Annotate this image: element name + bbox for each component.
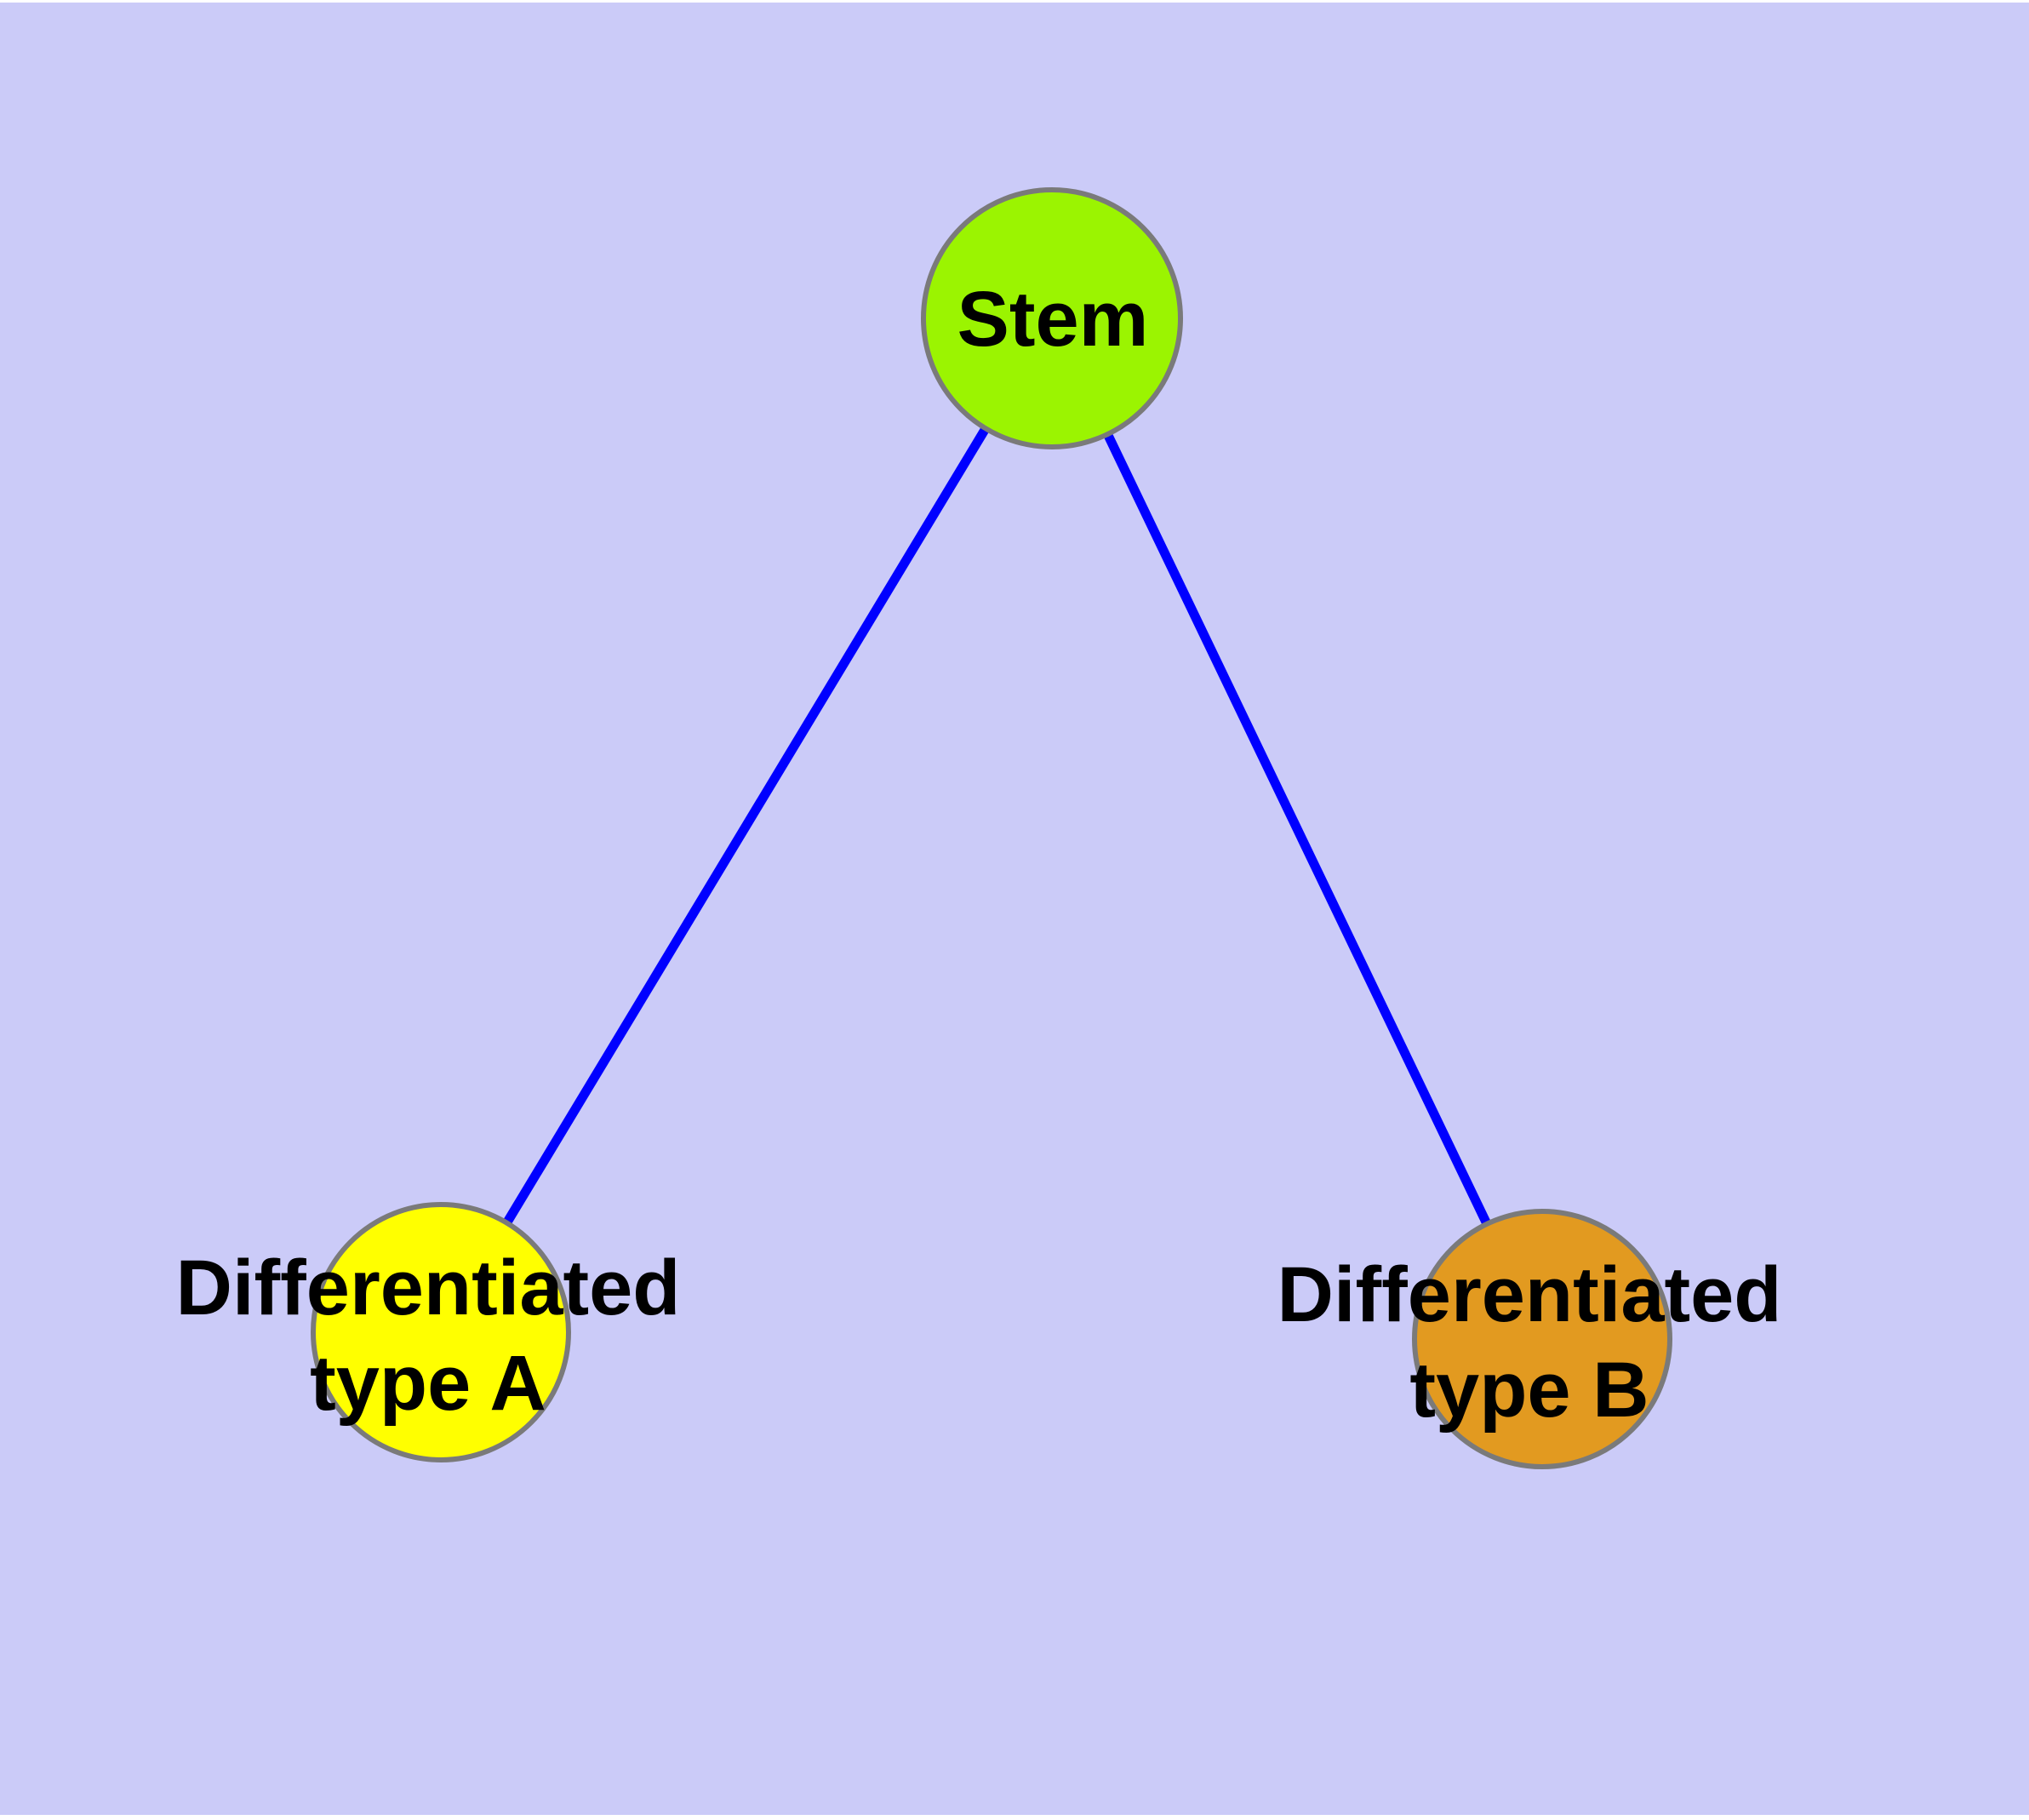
edge-stem-to-type-a (437, 316, 1056, 1335)
node-type-b-label-line1: Differentiated (1277, 1251, 1782, 1338)
node-type-a-label-line1: Differentiated (175, 1245, 681, 1331)
node-type-b-label-line2: type B (1409, 1347, 1649, 1434)
edge-stem-to-type-b (1048, 316, 1546, 1342)
node-type-a-label-line2: type A (310, 1340, 546, 1427)
node-stem-label: Stem (957, 276, 1149, 363)
node-type-a-label: Differentiated type A (176, 1240, 681, 1431)
node-type-a-circle (311, 1202, 571, 1462)
node-stem-circle (921, 187, 1183, 449)
node-type-b-circle (1412, 1209, 1672, 1469)
node-type-b-label: Differentiated type B (1277, 1247, 1782, 1438)
